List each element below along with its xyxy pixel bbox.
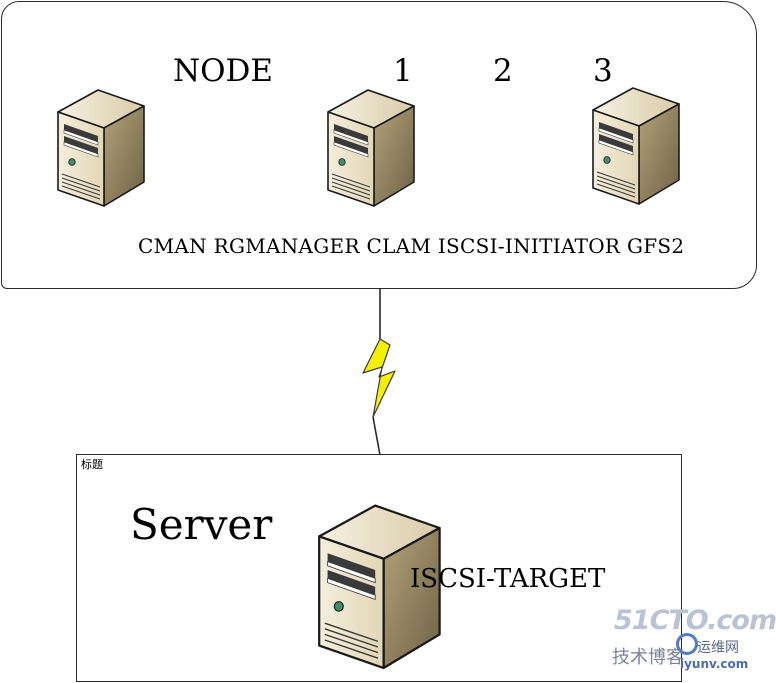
lightning-bolt-icon bbox=[362, 289, 396, 456]
node-number-2: 2 bbox=[493, 53, 513, 89]
server-frame bbox=[76, 454, 682, 682]
cluster-nodes-frame bbox=[1, 1, 757, 289]
server-tower-icon bbox=[50, 82, 150, 210]
iscsi-target-label: ISCSI-TARGET bbox=[410, 564, 606, 594]
watermark: 51CTO.com 技术博客 运维网 iyunv.com bbox=[610, 605, 776, 675]
server-frame-title: 标题 bbox=[81, 458, 103, 471]
watermark-site: 51CTO.com bbox=[614, 605, 776, 636]
server-tower-icon bbox=[585, 80, 685, 208]
watermark-left-text: 技术博客 bbox=[612, 647, 684, 668]
node-services-label: CMAN RGMANAGER CLAM ISCSI-INITIATOR GFS2 bbox=[138, 234, 685, 258]
watermark-url: iyunv.com bbox=[680, 657, 749, 671]
server-tower-icon bbox=[320, 82, 420, 210]
node-label: NODE bbox=[173, 53, 274, 89]
watermark-right-text: 运维网 bbox=[697, 640, 739, 656]
watermark-circle-icon bbox=[676, 633, 698, 655]
server-label: Server bbox=[130, 500, 273, 549]
node-number-3: 3 bbox=[593, 53, 613, 89]
node-number-1: 1 bbox=[393, 53, 413, 89]
